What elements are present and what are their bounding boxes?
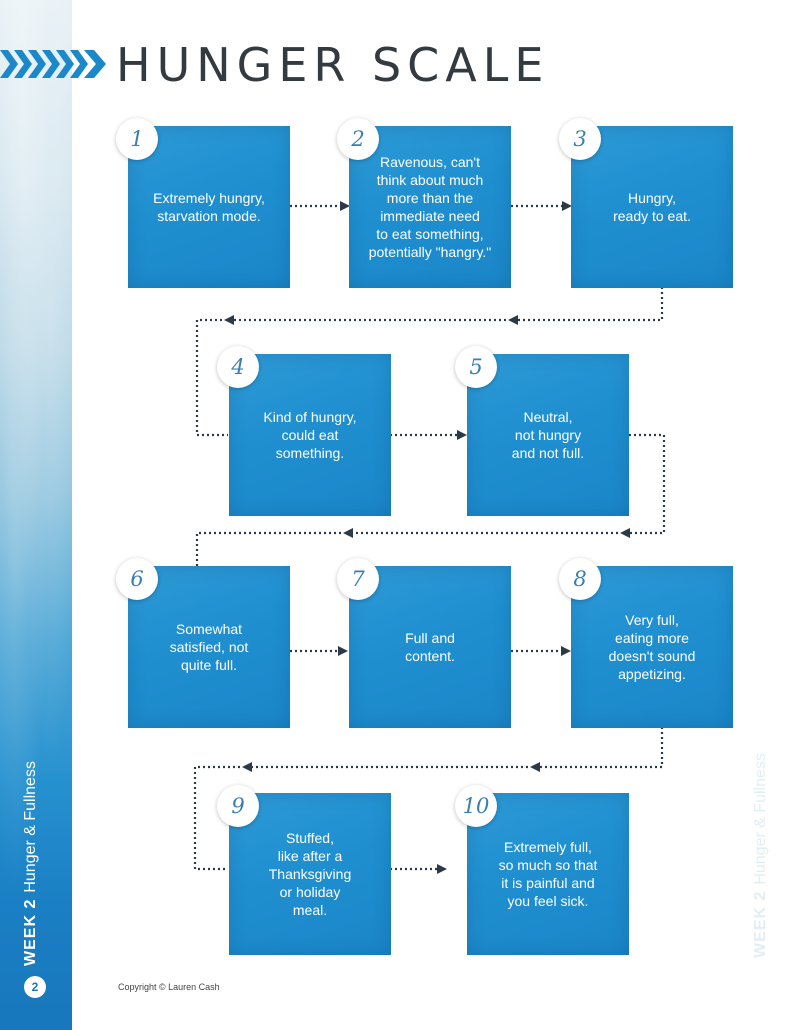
- scale-text-1: Extremely hungry, starvation mode.: [153, 190, 265, 224]
- connector-into-4: [195, 318, 228, 437]
- scale-number-5: 5: [455, 346, 497, 388]
- scale-box-5: Neutral, not hungry and not full.: [467, 354, 629, 516]
- scale-box-1: Extremely hungry, starvation mode.: [128, 126, 290, 288]
- scale-number-7: 7: [337, 558, 379, 600]
- scale-text-4: Kind of hungry, could eat something.: [263, 409, 357, 461]
- scale-number-10: 10: [455, 785, 497, 827]
- page-title: HUNGER SCALE: [116, 38, 550, 92]
- connector-3-down: [508, 287, 664, 325]
- scale-box-6: Somewhat satisfied, not quite full.: [128, 566, 290, 728]
- scale-number-6: 6: [116, 558, 158, 600]
- scale-number-3: 3: [559, 118, 601, 160]
- scale-box-4: Kind of hungry, could eat something.: [229, 354, 391, 516]
- ghost-topic-label: Hunger & Fullness: [752, 753, 769, 885]
- scale-box-2: Ravenous, can't think about much more th…: [349, 126, 511, 288]
- connector-into-9: [193, 765, 240, 871]
- scale-text-6: Somewhat satisfied, not quite full.: [169, 621, 249, 673]
- sidebar-watercolor: [0, 0, 72, 1030]
- connector-8-down: [530, 727, 664, 772]
- scale-text-7: Full and content.: [405, 630, 455, 664]
- sidebar-band: [0, 0, 72, 1030]
- scale-number-4: 4: [217, 346, 259, 388]
- scale-text-2: Ravenous, can't think about much more th…: [368, 154, 492, 260]
- scale-box-3: Hungry, ready to eat.: [571, 126, 733, 288]
- week-label: WEEK 2: [22, 898, 39, 966]
- connector-into-6: [195, 531, 341, 566]
- scale-number-1: 1: [116, 118, 158, 160]
- scale-text-10: Extremely full, so much so that it is pa…: [498, 839, 598, 909]
- scale-box-10: Extremely full, so much so that it is pa…: [467, 793, 629, 955]
- ghost-week-label: WEEK 2: [752, 890, 769, 958]
- scale-box-9: Stuffed, like after a Thanksgiving or ho…: [229, 793, 391, 955]
- copyright-text: Copyright © Lauren Cash: [118, 982, 220, 992]
- ghost-week-topic-label: WEEK 2 Hunger & Fullness: [752, 753, 770, 958]
- topic-label: Hunger & Fullness: [22, 761, 39, 893]
- scale-number-8: 8: [559, 558, 601, 600]
- scale-number-9: 9: [217, 785, 259, 827]
- scale-box-8: Very full, eating more doesn't sound app…: [571, 566, 733, 728]
- scale-number-2: 2: [337, 118, 379, 160]
- scale-box-7: Full and content.: [349, 566, 511, 728]
- page-number: 2: [24, 976, 46, 998]
- scale-text-3: Hungry, ready to eat.: [613, 190, 691, 224]
- scale-text-8: Very full, eating more doesn't sound app…: [608, 612, 696, 682]
- chevron-arrows-icon: [0, 50, 106, 78]
- scale-text-5: Neutral, not hungry and not full.: [511, 409, 585, 461]
- week-topic-label: WEEK 2 Hunger & Fullness: [22, 761, 40, 966]
- scale-text-9: Stuffed, like after a Thanksgiving or ho…: [268, 830, 352, 918]
